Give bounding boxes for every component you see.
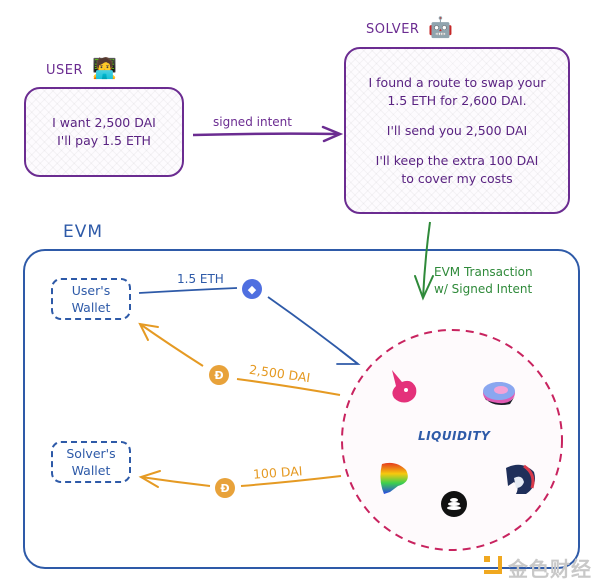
user-message-line: I'll pay 1.5 ETH [57, 133, 151, 148]
watermark-text: 金色财经 [508, 557, 592, 581]
user-message-line: I want 2,500 DAI [52, 115, 156, 130]
solver-message-line: I found a route to swap your [368, 74, 546, 90]
evm-transaction-label: EVM Transaction w/ Signed Intent [434, 264, 533, 298]
user-wallet: User's Wallet [51, 278, 131, 320]
signed-intent-label: signed intent [213, 115, 292, 129]
user-label: USER [46, 63, 84, 78]
dai-user-flow-line-2 [139, 323, 204, 367]
eth-flow-line [138, 287, 238, 294]
balancer-icon [441, 491, 467, 517]
evm-label: EVM [63, 222, 104, 242]
evm-transaction-label-line: EVM Transaction [434, 265, 533, 279]
solver-message-line: I'll keep the extra 100 DAI [375, 152, 539, 168]
watermark-logo-icon [484, 556, 502, 574]
signed-intent-arrow [192, 125, 344, 143]
solver-label: SOLVER [366, 22, 420, 37]
eth-arrowhead [336, 349, 361, 365]
user-wallet-line: Wallet [71, 300, 111, 315]
curve-icon [380, 462, 408, 494]
dai-solver-flow-line-2 [140, 476, 211, 487]
uniswap-icon [392, 370, 417, 403]
solver-wallet-line: Solver's [66, 446, 116, 461]
solver-wallet: Solver's Wallet [51, 441, 131, 483]
evm-transaction-arrow [414, 221, 434, 301]
solver-message-line: I'll send you 2,500 DAI [386, 122, 528, 138]
solver-response-box: I found a route to swap your 1.5 ETH for… [344, 47, 570, 214]
solver-emoji-icon: 🤖 [428, 15, 453, 39]
evm-transaction-label-line: w/ Signed Intent [434, 282, 533, 296]
solver-wallet-line: Wallet [71, 463, 111, 478]
dai-icon: Đ [215, 478, 235, 498]
dai-icon: Đ [209, 365, 229, 385]
user-intent-box: I want 2,500 DAI I'll pay 1.5 ETH [24, 87, 184, 177]
liquidity-label: LIQUIDITY [418, 429, 491, 443]
dai-user-arrowhead [138, 322, 159, 341]
user-wallet-line: User's [71, 283, 111, 298]
sushiswap-icon [483, 382, 515, 405]
1inch-icon [506, 464, 535, 494]
dai-user-flow-line [236, 378, 341, 396]
dai-solver-flow-line [240, 475, 342, 487]
solver-message-line: 1.5 ETH for 2,600 DAI. [387, 92, 527, 108]
watermark-logo-dot [484, 556, 490, 562]
eth-flow-label: 1.5 ETH [177, 272, 224, 286]
evm-frame [23, 249, 580, 569]
user-emoji-icon: 🧑‍💻 [92, 56, 117, 80]
dai-solver-arrowhead [138, 470, 161, 488]
solver-message-line: to cover my costs [401, 170, 513, 186]
ethereum-icon: ◆ [242, 279, 262, 299]
